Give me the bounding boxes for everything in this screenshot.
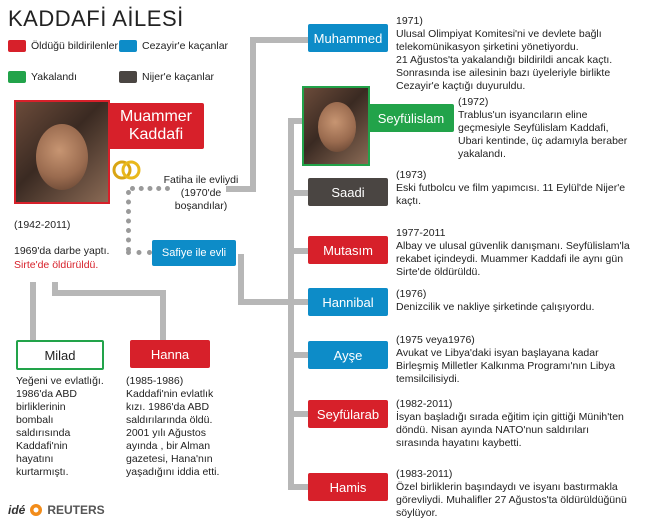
son-box-mutasim: Mutasım [308,236,388,264]
muammar-bio-line2: Sirte'de öldürüldü. [14,259,99,271]
legend-label-captured: Yakalandı [31,71,77,83]
milad-desc-line: Yeğeni ve evlatlığı. [16,375,104,387]
hanna-box: Hanna [130,340,210,368]
son-desc-hamis: (1983-2011) Özel birliklerin başındaydı … [396,468,646,520]
milad-desc-line: hayatını [16,453,54,465]
hanna-desc-line: (1985-1986) [126,375,184,387]
legend-label-niger: Nijer'e kaçanlar [142,71,215,83]
son-desc-line: Özel birliklerin başındaydı ve isyanı ba… [396,481,618,493]
legend-label-algeria: Cezayir'e kaçanlar [142,40,229,52]
son-desc-line: Eski futbolcu ve film yapımcısı. 11 Eylü… [396,182,626,194]
son-desc-line: (1973) [396,169,427,181]
hanna-desc-line: yaşadığını iddia etti. [126,466,220,478]
son-desc-line: Ulusal Olimpiyat Komitesi'ni ve devlete … [396,28,602,40]
legend-swatch-captured [8,71,26,83]
son-desc-line: Avukat ve Libya'daki isyan başlayana kad… [396,347,599,359]
son-desc-line: sırasında hayatını kaybetti. [396,437,522,449]
muammar-photo [14,100,110,204]
son-desc-line: döndü. Nisan ayında NATO'nun saldırıları [396,424,590,436]
milad-desc-line: bombalı [16,414,54,426]
son-desc-line: telekomünikasyon şirketini yönetiyordu. [396,41,579,53]
son-box-hannibal: Hannibal [308,288,388,316]
milad-desc: Yeğeni ve evlatlığı. 1986'da ABD birlikl… [16,375,116,479]
son-desc-line: (1975 veya1976) [396,334,475,346]
legend-swatch-dead [8,40,26,52]
son-desc-line: görevliydi. Muhalifler 27 Ağustos'ta öld… [396,494,627,506]
legend-swatch-niger [119,71,137,83]
son-desc-line: (1982-2011) [396,398,453,410]
son-desc-line: rekabet içindeydi. Muammer Kaddafi ile a… [396,253,624,265]
son-desc-line: 1971) [396,15,423,27]
milad-desc-line: 1986'da ABD [16,388,77,400]
muammar-years: (1942-2011) [14,219,71,231]
son-box-seyfulislam: Seyfülislam [368,104,454,132]
son-desc-line: (1972) [458,96,489,108]
son-desc-line: kaçtı. [396,195,422,207]
muammar-name-line1: Muammer [119,108,192,125]
son-desc-ayse: (1975 veya1976) Avukat ve Libya'daki isy… [396,334,646,386]
milad-desc-line: kurtarmıştı. [16,466,69,478]
son-box-saadi: Saadi [308,178,388,206]
ide-logo: idé [8,503,26,517]
son-desc-line: Birleşmiş Milletler Kalkınma Programı'nı… [396,360,616,372]
son-desc-saadi: (1973) Eski futbolcu ve film yapımcısı. … [396,169,646,208]
legend-swatch-algeria [119,40,137,52]
son-box-muhammed: Muhammed [308,24,388,52]
son-desc-line: İsyan başladığı sırada eğitim için gitti… [396,411,624,423]
milad-desc-line: birliklerinin [16,401,66,413]
son-desc-line: geçmesiyle Seyfülislam Kaddafi, [458,122,609,134]
muammar-name-box: Muammer Kaddafi [108,103,204,149]
son-desc-line: Sirte'de öldürüldü. [396,266,481,278]
fatiha-note-line3: boşandılar) [174,200,228,212]
son-box-ayse: Ayşe [308,341,388,369]
reuters-logo-icon [30,504,43,516]
son-desc-hannibal: (1976) Denizcilik ve nakliye şirketinde … [396,288,646,314]
son-desc-line: 1977-2011 [396,227,446,239]
son-desc-line: Sonrasında ise ailesinin bazı üyeleriyle… [396,67,611,79]
son-desc-muhammed: 1971) Ulusal Olimpiyat Komitesi'ni ve de… [396,15,646,93]
milad-desc-line: Kaddafi'nin [16,440,68,452]
hanna-desc: (1985-1986) Kaddafi'nin evlatlık kızı. 1… [126,375,236,479]
son-desc-line: Trablus'un isyancıların eline [458,109,588,121]
son-desc-seyfularab: (1982-2011) İsyan başladığı sırada eğiti… [396,398,646,450]
son-desc-line: (1983-2011) [396,468,453,480]
son-desc-line: temsilcilisiydi. [396,373,460,385]
milad-desc-line: saldırısında [16,427,71,439]
wedding-rings-icon [112,160,141,180]
seyfulislam-photo [302,86,370,166]
page-title: KADDAFİ AİLESİ [8,6,184,31]
hanna-desc-line: 2001 yılı Ağustos [126,427,206,439]
reuters-logo: REUTERS [47,503,105,517]
son-box-hamis: Hamis [308,473,388,501]
hanna-desc-line: saldırılarında öldü. [126,414,213,426]
son-desc-mutasim: 1977-2011 Albay ve ulusal güvenlik danış… [396,227,646,279]
son-desc-line: söylüyor. [396,507,438,519]
legend-label-dead: Öldüğü bildirilenler [31,40,118,52]
fatiha-note: Fatiha ile evliydi (1970'de boşandılar) [160,174,242,213]
credit: idé REUTERS [8,503,105,517]
safiye-box: Safiye ile evli [152,240,236,266]
muammar-bio-line1: 1969'da darbe yaptı. [14,245,110,257]
son-desc-line: yakalandı. [458,148,506,160]
son-desc-line: 21 Ağustos'ta yakalandığı bildirildi anc… [396,54,613,66]
son-desc-line: Ubari kentinde, üç adamıyla beraber [458,135,628,147]
muammar-name-line2: Kaddafi [128,126,184,143]
hanna-desc-line: kızı. 1986'da ABD [126,401,210,413]
fatiha-note-line2: (1970'de [180,187,222,199]
son-desc-seyfulislam: (1972) Trablus'un isyancıların eline geç… [458,96,648,161]
hanna-desc-line: ayında , bir Alman [126,440,211,452]
son-box-seyfularab: Seyfülarab [308,400,388,428]
son-desc-line: Cezayir'e kaçtığı duyuruldu. [396,80,526,92]
son-desc-line: (1976) [396,288,427,300]
son-desc-line: Denizcilik ve nakliye şirketinde çalışıy… [396,301,595,313]
milad-box: Milad [16,340,104,370]
hanna-desc-line: gazetesi, Hana'nın [126,453,213,465]
hanna-desc-line: Kaddafi'nin evlatlık [126,388,214,400]
fatiha-note-line1: Fatiha ile evliydi [163,174,239,186]
son-desc-line: Albay ve ulusal güvenlik danışmanı. Seyf… [396,240,630,252]
